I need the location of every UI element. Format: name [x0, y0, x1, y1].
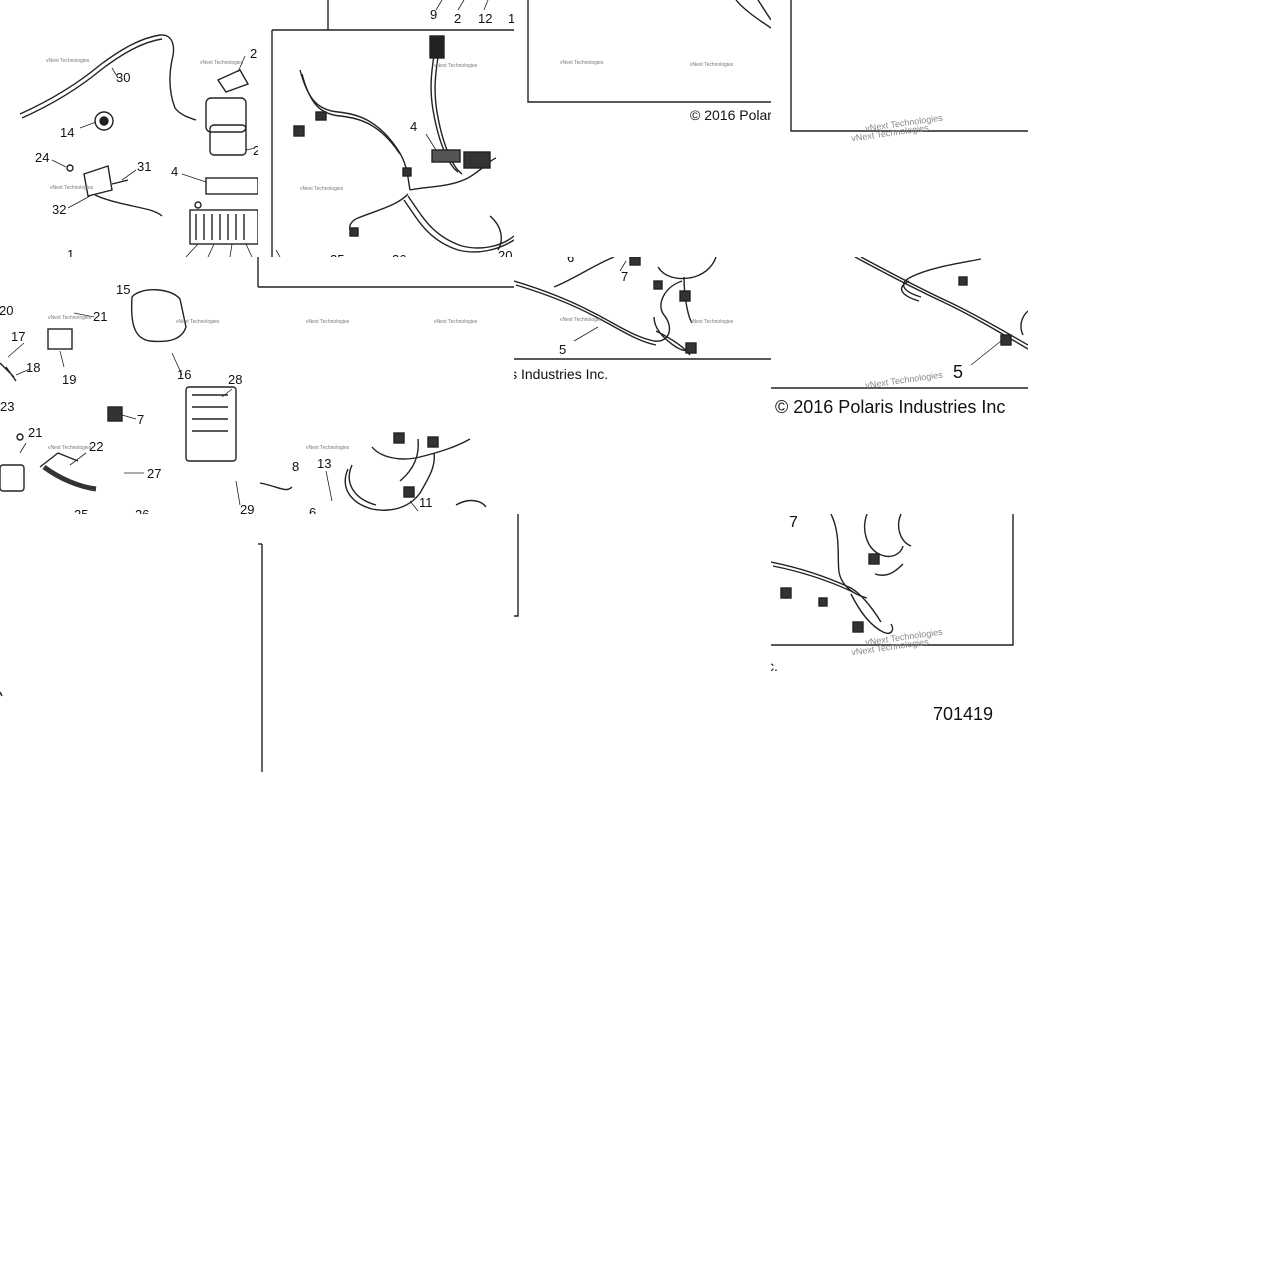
diagram-tile-top-left: 30 2 14 24 31 4 32 2 1 vNext Technologie…	[0, 0, 258, 257]
copyright-notice: © 2016 Polaris Industries Inc	[775, 397, 1006, 417]
callout-label: 24	[35, 150, 50, 165]
callout-label: 2	[253, 143, 258, 158]
diagram-tile-harness: 9 2 12 1 4 25 26 20 vNext Technologies v…	[258, 0, 514, 257]
diagram-tile-middle-right: 5 vNext Technologies 701419 © 2016 Polar…	[771, 257, 1028, 514]
watermark: vNext Technologies	[46, 58, 90, 64]
watermark: vNext Technologies	[560, 60, 604, 66]
callout-label: 15	[116, 282, 131, 297]
diagram-tile-frame-right: vNext Technologies vNext Technologies	[771, 0, 1028, 257]
watermark: vNext Technologies	[48, 315, 92, 321]
callout-label: 7	[137, 412, 145, 427]
callout-label: 1	[508, 11, 514, 26]
diagram-tile-frame-top: © 2016 Polar vNext Technologies vNext Te…	[514, 0, 771, 257]
callout-label: 1	[67, 247, 75, 257]
callout-label: 31	[137, 159, 152, 174]
callout-label: 22	[89, 439, 104, 454]
callout-label: 7	[789, 514, 798, 531]
callout-label: 26	[135, 508, 149, 514]
callout-label: 20	[0, 303, 14, 318]
callout-label: 23	[0, 399, 15, 414]
watermark: vNext Technologies	[50, 185, 94, 191]
watermark: vNext Technologies	[306, 445, 350, 451]
watermark: vNext Technologies	[48, 445, 92, 451]
callout-label: 19	[62, 372, 77, 387]
harness-drawing	[514, 257, 771, 360]
callout-label: 18	[26, 360, 41, 375]
harness-drawing	[271, 0, 514, 257]
wiring-parts-drawing	[19, 34, 258, 257]
watermark: vNext Technologies	[434, 319, 478, 325]
harness-drawing	[771, 514, 1014, 646]
callout-label: 25	[74, 508, 88, 514]
callout-label: 32	[52, 202, 67, 217]
callout-label: 2	[454, 11, 462, 26]
callout-label: 21	[93, 309, 108, 324]
callout-label: 30	[116, 70, 131, 85]
callout-label: 16	[177, 367, 192, 382]
watermark: vNext Technologies	[300, 186, 344, 192]
callout-label: 2	[250, 46, 258, 61]
callout-label: 20	[498, 248, 513, 257]
parts-drawing	[0, 257, 514, 512]
callout-label: 9	[430, 7, 438, 22]
callout-label: 27	[147, 466, 162, 481]
watermark: vNext Technologies	[690, 319, 734, 325]
callout-label: 29	[240, 502, 255, 514]
copyright-notice: c.	[771, 658, 778, 674]
watermark: vNext Technologies	[176, 319, 220, 325]
watermark: vNext Technologies	[200, 60, 244, 66]
callout-label: 25	[330, 253, 344, 257]
callout-label: 5	[559, 342, 567, 357]
harness-drawing	[771, 257, 1028, 389]
watermark: vNext Technologies	[690, 62, 734, 68]
part-code: 701419	[933, 704, 994, 724]
callout-label: 21	[28, 425, 43, 440]
callout-label: 4	[410, 119, 418, 134]
callout-label: 13	[317, 456, 332, 471]
callout-label: 12	[478, 11, 493, 26]
callout-label: 14	[60, 125, 75, 140]
frame-drawing	[790, 0, 1028, 132]
callout-label: 6	[567, 257, 575, 265]
frame-drawing	[0, 514, 519, 772]
diagram-tile-lower-left	[0, 514, 520, 772]
callout-label: 26	[392, 253, 406, 257]
callout-label: 11	[419, 495, 433, 510]
watermark: vNext Technologies	[560, 317, 604, 323]
diagram-tile-middle-harness: 6 7 5 is Industries Inc. vNext Technolog…	[514, 257, 771, 514]
callout-label: 5	[953, 362, 964, 382]
callout-label: 17	[11, 329, 26, 344]
callout-label: 8	[292, 459, 300, 474]
diagram-tile-lower-right: 7 vNext Technologies vNext Technologies …	[771, 514, 1028, 772]
diagram-tile-middle-left: 20 21 15 17 18 19 16 23 28 7 21 22 27 29…	[0, 257, 514, 514]
copyright-notice: © 2016 Polar	[690, 107, 771, 123]
watermark: vNext Technologies	[434, 63, 478, 69]
callout-label: 28	[228, 372, 243, 387]
callout-label: 4	[171, 164, 179, 179]
watermark: vNext Technologies	[306, 319, 350, 325]
callout-label: 7	[621, 269, 629, 284]
frame-drawing	[527, 0, 771, 103]
copyright-notice: is Industries Inc.	[514, 366, 609, 382]
callout-label: 6	[309, 505, 317, 514]
